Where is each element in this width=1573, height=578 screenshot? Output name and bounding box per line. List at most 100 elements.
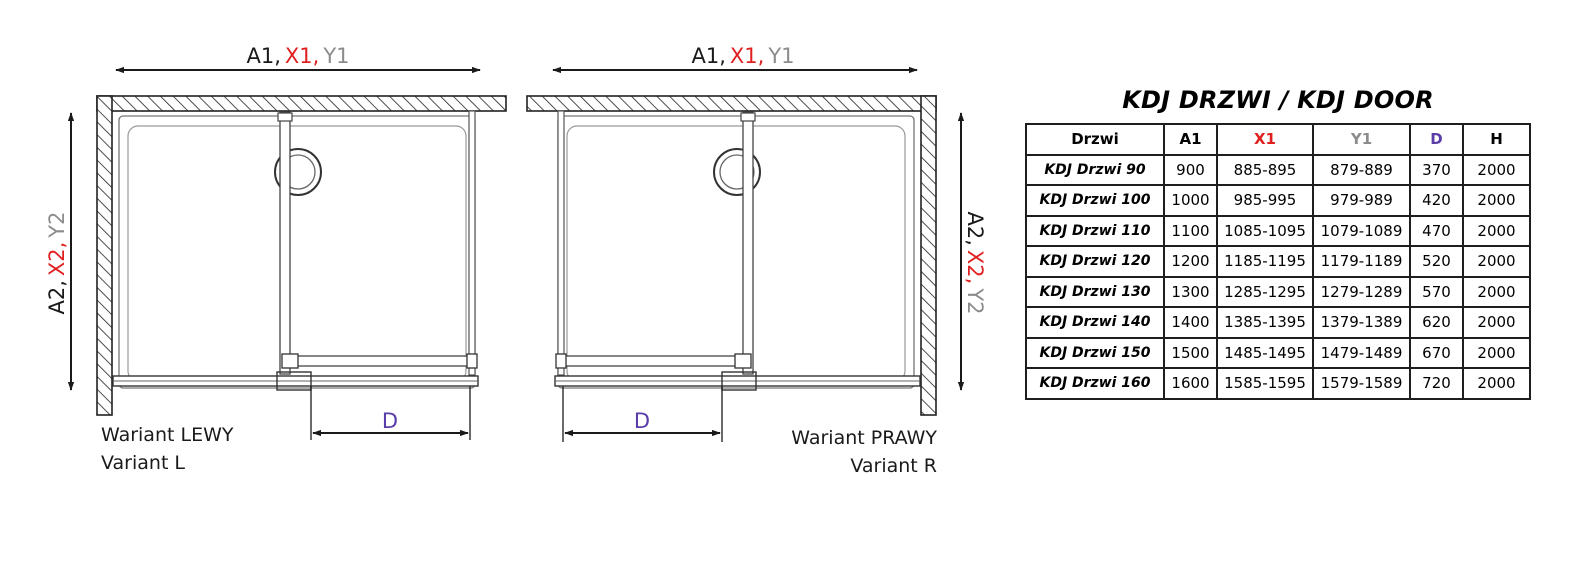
left-roller-bracket <box>276 371 312 391</box>
table-cell: KDJ Drzwi 120 <box>1025 245 1165 278</box>
table-cell: 1085-1095 <box>1216 214 1314 247</box>
table-cell: 1400 <box>1163 306 1218 339</box>
left-support-bar <box>279 111 291 375</box>
table-cell: 1579-1589 <box>1312 367 1411 400</box>
right-sliding-door <box>556 355 747 367</box>
table-cell: 1100 <box>1163 214 1218 247</box>
left-shower-tray <box>118 115 476 389</box>
header-h: H <box>1462 123 1531 156</box>
table-cell: 979-989 <box>1312 184 1411 217</box>
table-cell: 1585-1595 <box>1216 367 1314 400</box>
table-cell: 1200 <box>1163 245 1218 278</box>
table-cell: 1379-1389 <box>1312 306 1411 339</box>
right-side-wall <box>920 95 937 416</box>
left-door-handle <box>281 353 299 369</box>
right-door-stop <box>555 353 567 369</box>
spec-table-title: KDJ DRZWI / KDJ DOOR <box>1122 86 1434 114</box>
table-cell: 570 <box>1409 275 1464 308</box>
left-tray-inner <box>127 125 467 382</box>
table-cell: 2000 <box>1462 275 1531 308</box>
right-door-handle <box>734 353 752 369</box>
right-tray-inner <box>566 125 906 382</box>
right-d-label: D <box>634 409 650 433</box>
table-cell: 900 <box>1163 153 1218 186</box>
left-width-label: A1,X1,Y1 <box>246 44 349 68</box>
left-support-bracket <box>277 112 293 122</box>
table-cell: 670 <box>1409 336 1464 369</box>
header-drzwi: Drzwi <box>1025 123 1165 156</box>
table-cell: 879-889 <box>1312 153 1411 186</box>
table-cell: KDJ Drzwi 160 <box>1025 367 1165 400</box>
header-x1: X1 <box>1216 123 1314 156</box>
header-y1: Y1 <box>1312 123 1411 156</box>
right-drain-icon <box>713 148 761 196</box>
right-end-post <box>557 110 565 376</box>
table-cell: KDJ Drzwi 110 <box>1025 214 1165 247</box>
left-variant-drawing: A1,X1,Y1 A2,X2,Y2 <box>45 44 507 474</box>
right-shower-tray <box>557 115 915 389</box>
table-cell: 2000 <box>1462 367 1531 400</box>
header-d: D <box>1409 123 1464 156</box>
table-cell: 1000 <box>1163 184 1218 217</box>
spec-table-header-row: Drzwi A1 X1 Y1 D H <box>1025 123 1531 156</box>
left-variant-subtitle: Variant L <box>101 452 185 474</box>
left-sliding-door <box>286 355 477 367</box>
table-cell: KDJ Drzwi 130 <box>1025 275 1165 308</box>
table-cell: 1185-1195 <box>1216 245 1314 278</box>
table-cell: 1279-1289 <box>1312 275 1411 308</box>
left-back-wall <box>96 95 507 112</box>
table-cell: KDJ Drzwi 150 <box>1025 336 1165 369</box>
right-variant-title: Wariant PRAWY <box>791 427 937 449</box>
left-variant-title: Wariant LEWY <box>101 424 234 446</box>
table-cell: 1385-1395 <box>1216 306 1314 339</box>
table-cell: 2000 <box>1462 184 1531 217</box>
right-variant-subtitle: Variant R <box>850 455 937 477</box>
left-door-stop <box>466 353 478 369</box>
table-cell: 1179-1189 <box>1312 245 1411 278</box>
left-depth-label: A2,X2,Y2 <box>45 211 69 314</box>
table-cell: 2000 <box>1462 214 1531 247</box>
table-cell: 470 <box>1409 214 1464 247</box>
table-cell: 1300 <box>1163 275 1218 308</box>
table-cell: 1600 <box>1163 367 1218 400</box>
table-cell: 620 <box>1409 306 1464 339</box>
left-end-post <box>468 110 476 376</box>
right-support-bar <box>742 111 754 375</box>
right-depth-label: A2,X2,Y2 <box>963 211 987 314</box>
left-side-wall <box>96 95 113 416</box>
left-d-label: D <box>382 409 398 433</box>
table-cell: 2000 <box>1462 245 1531 278</box>
table-cell: 1485-1495 <box>1216 336 1314 369</box>
table-cell: 2000 <box>1462 336 1531 369</box>
right-width-label: A1,X1,Y1 <box>691 44 794 68</box>
header-a1: A1 <box>1163 123 1218 156</box>
table-cell: 985-995 <box>1216 184 1314 217</box>
table-cell: 1285-1295 <box>1216 275 1314 308</box>
right-roller-bracket <box>721 371 757 391</box>
table-cell: 2000 <box>1462 306 1531 339</box>
table-cell: KDJ Drzwi 140 <box>1025 306 1165 339</box>
right-back-wall <box>526 95 937 112</box>
table-cell: 720 <box>1409 367 1464 400</box>
table-cell: 370 <box>1409 153 1464 186</box>
table-cell: KDJ Drzwi 100 <box>1025 184 1165 217</box>
table-cell: 420 <box>1409 184 1464 217</box>
right-variant-drawing: A1,X1,Y1 A2,X2,Y2 <box>526 44 987 477</box>
table-cell: 2000 <box>1462 153 1531 186</box>
table-cell: 885-895 <box>1216 153 1314 186</box>
table-cell: 1079-1089 <box>1312 214 1411 247</box>
table-cell: KDJ Drzwi 90 <box>1025 153 1165 186</box>
right-support-bracket <box>740 112 756 122</box>
table-cell: 1500 <box>1163 336 1218 369</box>
